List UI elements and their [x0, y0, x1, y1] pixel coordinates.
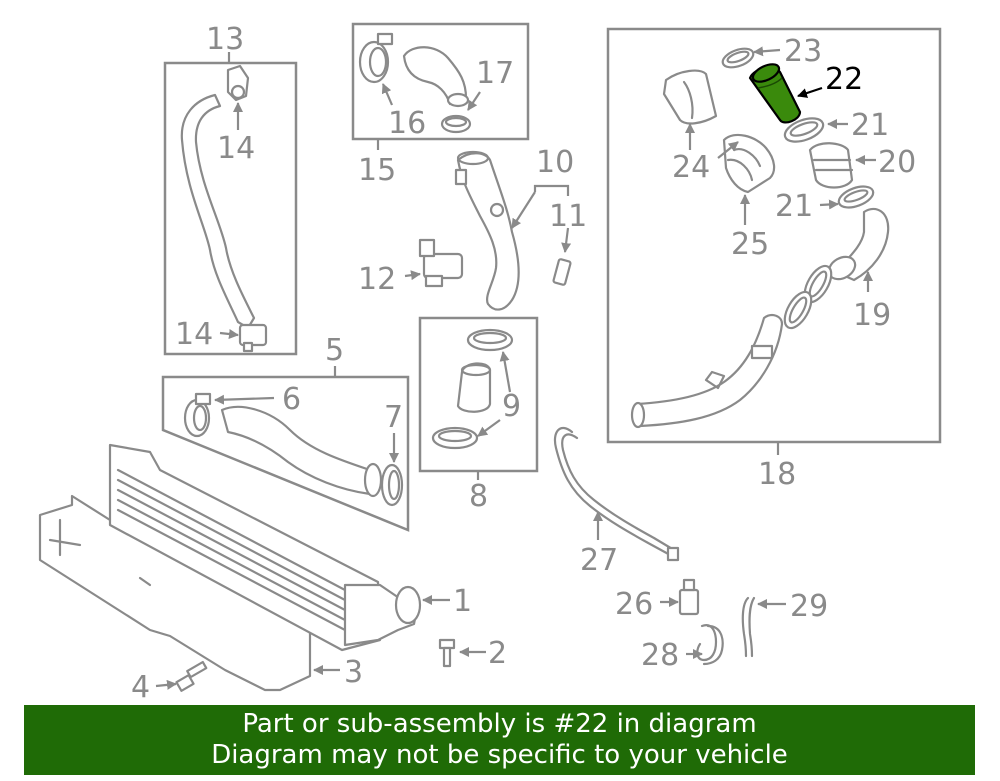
group-13-box: [163, 52, 298, 356]
label-12: 12: [358, 262, 396, 297]
part-16-clamp[interactable]: [358, 32, 394, 84]
part-11-bolt[interactable]: [552, 258, 572, 286]
label-8: 8: [469, 479, 488, 514]
part-28-hose[interactable]: [696, 624, 724, 666]
part-19-hose[interactable]: [825, 207, 890, 284]
label-21-bottom: 21: [775, 189, 813, 224]
label-22: 22: [825, 62, 863, 97]
label-10: 10: [536, 145, 574, 180]
label-6: 6: [282, 382, 301, 417]
part-5-hose[interactable]: [220, 405, 383, 498]
label-2: 2: [488, 636, 507, 671]
label-27: 27: [580, 543, 618, 578]
label-4: 4: [131, 670, 150, 705]
label-3: 3: [344, 655, 363, 690]
label-23: 23: [784, 34, 822, 69]
label-11: 11: [549, 199, 587, 234]
label-14-top: 14: [217, 131, 255, 166]
part-14-clamp-top[interactable]: [226, 64, 250, 102]
part-13-hose[interactable]: [180, 93, 256, 330]
banner-line-2: Diagram may not be specific to your vehi…: [211, 740, 788, 770]
label-20: 20: [878, 145, 916, 180]
label-14-bottom: 14: [175, 317, 213, 352]
part-18-clamp-b[interactable]: [779, 288, 816, 333]
label-17: 17: [476, 56, 514, 91]
label-19: 19: [853, 298, 891, 333]
banner-line-1: Part or sub-assembly is #22 in diagram: [242, 709, 757, 739]
label-26: 26: [615, 587, 653, 622]
label-25: 25: [731, 227, 769, 262]
part-10-pipe[interactable]: [454, 150, 520, 311]
part-8-hose[interactable]: [456, 362, 492, 413]
label-5: 5: [325, 333, 344, 368]
group-8-box: [418, 316, 539, 480]
part-2-bolt[interactable]: [438, 638, 456, 668]
part-3-air-guide[interactable]: [38, 494, 312, 692]
part-9-clamp-top[interactable]: [466, 328, 514, 352]
part-21-clamp-bottom[interactable]: [836, 182, 876, 211]
label-28: 28: [641, 638, 679, 673]
label-1: 1: [453, 584, 472, 619]
part-15-elbow-hose[interactable]: [402, 46, 470, 108]
info-banner: Part or sub-assembly is #22 in diagram D…: [24, 705, 975, 775]
label-29: 29: [790, 589, 828, 624]
part-27-hose[interactable]: [553, 426, 680, 562]
label-13: 13: [206, 22, 244, 57]
label-18: 18: [758, 457, 796, 492]
part-7-clamp[interactable]: [380, 463, 404, 507]
part-18-pipe[interactable]: [630, 314, 784, 429]
part-24-bracket[interactable]: [662, 69, 718, 125]
part-26-connector[interactable]: [678, 578, 700, 616]
label-7: 7: [384, 400, 403, 435]
part-22-hose[interactable]: [748, 61, 802, 124]
label-16: 16: [388, 106, 426, 141]
label-9: 9: [502, 389, 521, 424]
part-14-clip-bottom[interactable]: [238, 323, 268, 353]
part-29-hose[interactable]: [741, 596, 756, 658]
part-23-clamp[interactable]: [720, 45, 756, 71]
part-4-bolt[interactable]: [175, 660, 208, 692]
part-21-clamp-top[interactable]: [782, 114, 826, 146]
label-15: 15: [358, 153, 396, 188]
part-12-sensor[interactable]: [418, 238, 464, 288]
label-21-top: 21: [851, 108, 889, 143]
part-9-clamp-bottom[interactable]: [431, 426, 479, 450]
part-17-clamp[interactable]: [440, 114, 472, 134]
part-20-coupler[interactable]: [808, 142, 854, 189]
group-18-box: [606, 27, 942, 455]
part-25-hose[interactable]: [722, 133, 776, 194]
group-5-box: [161, 366, 410, 532]
group-15-box: [351, 22, 530, 150]
part-6-clamp[interactable]: [183, 392, 212, 438]
label-24: 24: [672, 150, 710, 185]
part-1-intercooler[interactable]: [108, 443, 422, 652]
